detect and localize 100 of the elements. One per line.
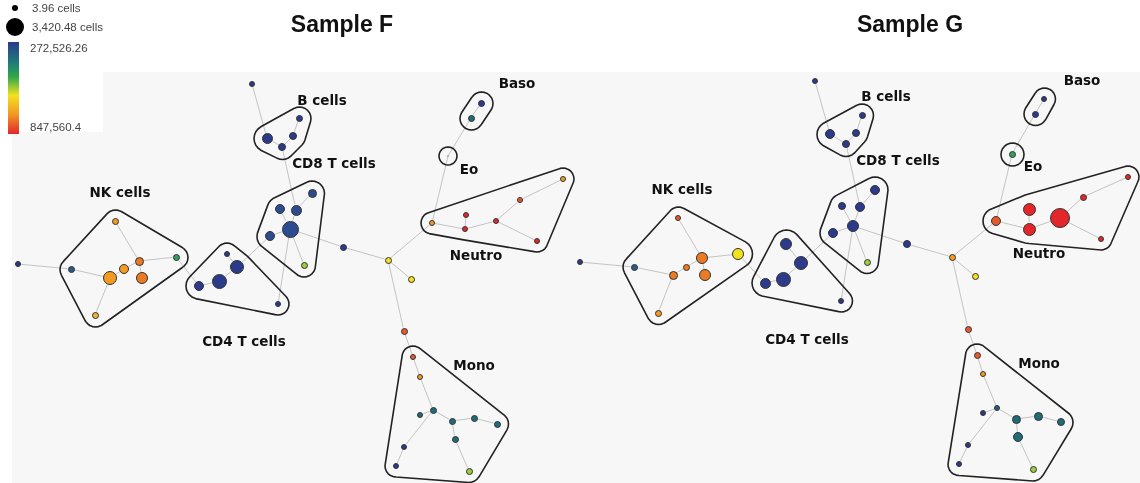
population-node [290,204,302,216]
population-node [828,228,838,238]
tree-edge [969,409,996,444]
population-node [1057,418,1065,426]
tree-edge [278,236,290,302]
population-node [470,414,478,422]
population-node [407,275,415,283]
tree-edge [271,140,280,146]
population-node [429,406,437,414]
tree-edge [676,268,684,274]
population-node [1041,96,1047,102]
cluster-label: B cells [297,92,347,108]
tree-edge [404,333,413,355]
cluster-label: CD4 T cells [765,331,849,347]
tree-edge [281,213,287,222]
tree-edge [177,259,197,283]
cluster-label: Baso [1063,72,1101,88]
tree-edge [688,260,698,266]
tree-edge [127,262,136,268]
legend-label: 3.96 cells [32,2,81,14]
population-node [973,351,981,359]
tree-edge [841,231,853,299]
tree-edge [396,449,404,464]
tree-edge [241,238,267,263]
tree-edge [498,221,535,241]
tree-edge [788,267,797,275]
cluster-label: NK cells [651,181,713,197]
cluster-label: Neutro [449,247,503,263]
tree-edge [1036,101,1043,112]
population-node [980,410,986,416]
tree-edge [910,244,950,257]
cluster-label: CD8 T cells [856,152,940,168]
tree-edge [497,201,519,220]
tree-edge [741,257,762,280]
tree-edge [282,150,296,206]
cluster-label: Baso [498,75,536,91]
population-node [1031,110,1039,118]
population-node [668,270,678,280]
population-node [249,81,255,87]
population-node [477,99,485,107]
tree-edge [636,267,670,275]
population-node [1033,411,1043,421]
cluster-label: B cells [861,88,911,104]
tree-edge [833,136,844,143]
tree-edge [284,138,291,145]
population-node [994,405,1000,411]
population-node [275,301,281,307]
tree-edge [968,331,977,353]
population-node [870,185,880,195]
population-node [838,298,844,304]
tree-edge [1020,416,1034,419]
tree-edge [455,441,469,469]
tree-edge [435,411,450,420]
population-node [400,327,408,335]
population-node [15,261,21,267]
population-node [991,216,1001,226]
population-node [630,263,638,271]
tree-edge [854,231,867,260]
tree-edge [862,193,873,204]
population-node [417,374,423,380]
population-node [300,261,308,269]
population-node [493,218,499,224]
tree-edge [467,221,494,229]
population-node [812,78,818,84]
population-node [858,111,866,119]
tree-edge [115,271,121,275]
cluster-label: CD4 T cells [202,333,286,349]
tree-edge [413,359,420,375]
population-node [838,202,846,210]
tree-edge [95,284,108,313]
tree-edge [143,256,173,261]
tree-edge [856,117,862,130]
tree-edge [224,270,232,277]
tree-edge [582,261,631,268]
tree-edge [434,223,463,229]
tree-edge [1066,198,1081,212]
population-node [224,251,230,257]
population-node [462,226,468,232]
tree-edge [452,424,455,436]
cluster-label: CD8 T cells [292,155,376,171]
cluster-label: Eo [1023,158,1043,174]
population-node [384,256,392,264]
population-node [278,143,286,151]
population-node [855,202,865,212]
tree-edge [252,86,266,134]
tree-edge [293,120,299,133]
population-node [825,129,835,139]
tree-edge [20,263,68,270]
cluster-label: Mono [1018,355,1060,371]
scale-tick-label: 272,526.26 [30,42,88,54]
population-node [956,461,962,467]
population-node [852,129,860,137]
population-node [465,467,473,475]
tree-edge [789,248,798,258]
population-node [448,417,456,425]
population-node [964,325,972,333]
tree-edge [1019,441,1032,467]
tree-edge [299,195,310,207]
population-node [965,442,971,448]
tree-edge [1028,215,1030,223]
